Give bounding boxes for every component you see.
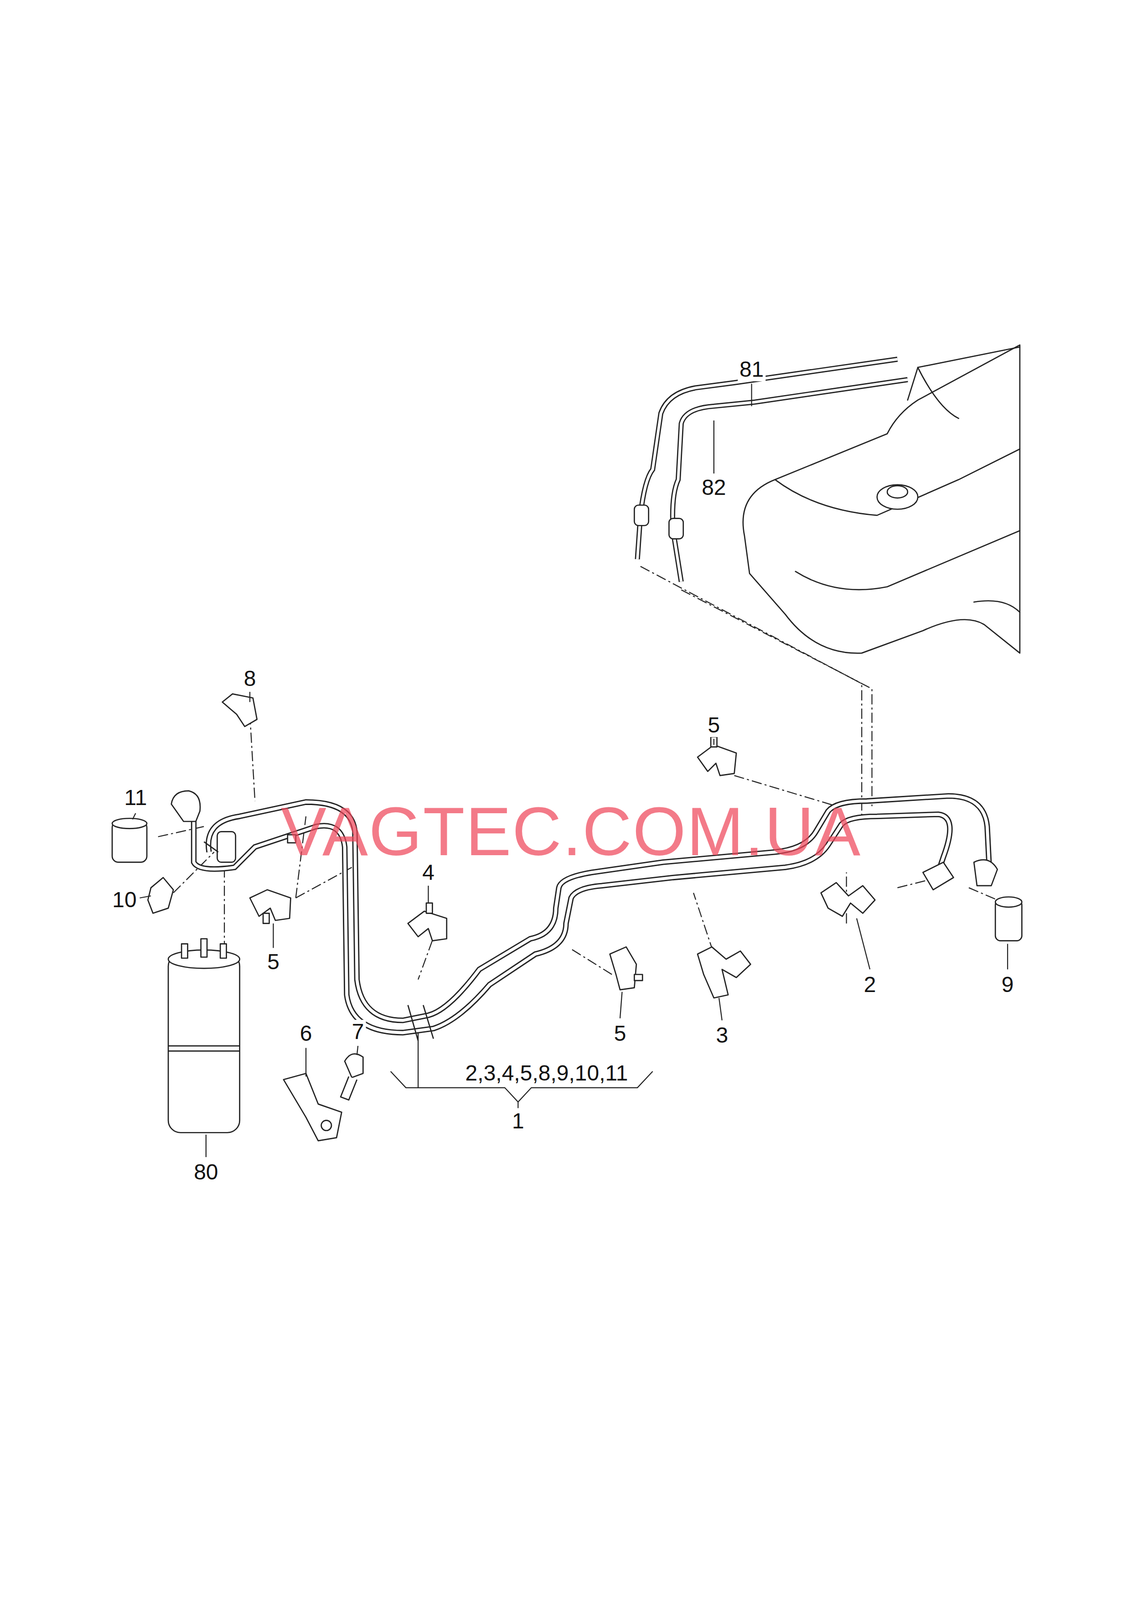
part-number: 3	[713, 1023, 730, 1047]
fuel-tank	[917, 367, 959, 419]
part-number: 9	[999, 972, 1016, 997]
assembly-line	[571, 948, 612, 975]
part-number: 81	[737, 357, 766, 382]
leader-lines	[249, 691, 251, 702]
leader-lines	[427, 885, 429, 903]
part-number: 8	[242, 666, 259, 691]
pipe-clips	[697, 744, 737, 776]
fuel-tank	[743, 344, 1020, 653]
fittings	[203, 841, 218, 852]
tank-pipes	[634, 505, 649, 526]
fuel-tank	[877, 484, 918, 510]
pipe-clips	[112, 693, 1022, 998]
fittings	[973, 859, 998, 886]
assembly-line	[158, 826, 205, 837]
assembly-line	[249, 713, 255, 801]
leader-lines	[718, 997, 723, 1020]
pipe-clips	[426, 902, 433, 913]
fuel-pipes	[208, 795, 990, 1020]
part-number: 7	[350, 1019, 367, 1044]
leader-lines	[856, 917, 870, 969]
tank-pipes	[672, 379, 908, 582]
leader-lines	[417, 1032, 419, 1088]
leader-lines	[139, 895, 151, 898]
fittings	[922, 861, 954, 890]
leader-lines	[1007, 943, 1008, 969]
leader-lines	[356, 1045, 358, 1055]
fuel-filter	[168, 953, 240, 1132]
bracket-bolt	[283, 1072, 342, 1141]
fuel-filter	[168, 938, 240, 1132]
leader-lines	[272, 923, 274, 948]
assembly-line	[223, 867, 225, 951]
bracket-bolt	[344, 1053, 363, 1078]
leader-lines	[132, 383, 1008, 1157]
fuel-filter	[168, 1044, 240, 1047]
watermark: VAGTEC.COM.UA	[279, 796, 864, 867]
tank-pipes	[672, 379, 908, 582]
fuel-tank	[743, 344, 1020, 653]
fuel-filter	[220, 943, 227, 958]
part-number: 82	[699, 475, 728, 500]
part-number: 5	[705, 713, 722, 737]
leader-lines	[132, 812, 136, 819]
fuel-tank	[973, 600, 1020, 612]
fittings	[171, 790, 201, 822]
pipe-clips	[710, 736, 717, 747]
pipe-clips	[609, 946, 637, 990]
assembly-line	[158, 566, 1005, 980]
leader-lines	[713, 738, 715, 745]
pipe-clips	[249, 889, 291, 921]
pipe-clips	[112, 817, 147, 828]
assembly-line	[640, 566, 862, 817]
part-number: 10	[110, 887, 139, 912]
pipe-clips	[408, 910, 447, 941]
leader-lines	[751, 383, 753, 406]
pipe-clips	[222, 693, 258, 727]
part-number: 1	[510, 1108, 527, 1133]
fuel-pipes	[193, 795, 990, 1041]
fittings	[171, 790, 998, 890]
tank-pipes	[634, 359, 908, 582]
fuel-pipes	[208, 795, 990, 1020]
fuel-tank	[887, 485, 908, 498]
pipe-clips	[697, 946, 751, 998]
pipe-clips	[821, 882, 876, 916]
leader-lines	[713, 420, 715, 474]
part-group-list: 2,3,4,5,8,9,10,11	[463, 1060, 631, 1085]
pipe-clips	[634, 974, 643, 981]
bracket-bolt	[321, 1119, 332, 1130]
part-number: 2	[862, 972, 879, 997]
leader-lines	[305, 1047, 307, 1077]
fuel-tank	[907, 346, 1020, 400]
fuel-pipes	[408, 1004, 434, 1041]
pipe-clips	[995, 896, 1022, 907]
bracket-bolt	[340, 1075, 357, 1100]
pipe-clips	[263, 912, 269, 923]
part-number: 80	[191, 1159, 220, 1184]
pipe-clips	[147, 877, 174, 913]
part-number: 5	[265, 949, 282, 974]
leader-lines	[517, 1101, 519, 1108]
fuel-filter	[201, 938, 207, 957]
fittings	[217, 831, 236, 862]
part-number: 6	[298, 1021, 315, 1045]
tank-pipes	[668, 518, 683, 539]
bracket-bolt	[283, 1053, 363, 1141]
leader-lines	[205, 1134, 207, 1157]
fuel-tank	[775, 448, 1020, 515]
leader-lines	[620, 991, 622, 1019]
fuel-filter	[181, 943, 188, 958]
part-number: 11	[122, 785, 150, 810]
part-number: 5	[612, 1021, 629, 1045]
assembly-line	[681, 589, 872, 806]
fuel-filter	[168, 1049, 240, 1052]
fuel-tank	[795, 530, 1020, 590]
